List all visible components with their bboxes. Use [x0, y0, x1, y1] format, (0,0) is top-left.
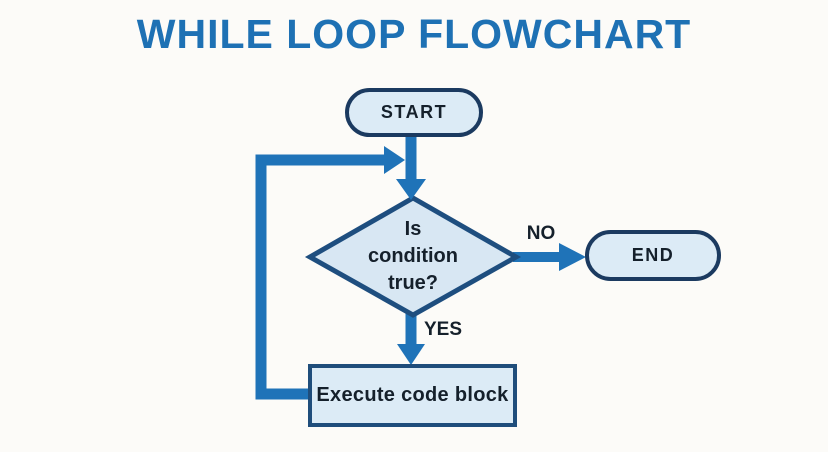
condition-line: true?	[388, 272, 438, 294]
start-label: START	[380, 102, 448, 122]
condition-line: Is	[404, 218, 422, 240]
yes-label: YES	[424, 319, 463, 340]
no-label: NO	[526, 223, 556, 244]
decision-shape	[304, 195, 522, 318]
condition-label: Is condition true?	[311, 216, 515, 297]
down-arrowhead-icon	[396, 179, 426, 200]
process-node: Execute code block	[308, 364, 517, 427]
end-label: END	[631, 245, 675, 265]
page-title: WHILE LOOP FLOWCHART	[136, 11, 692, 57]
condition-line: condition	[368, 245, 458, 267]
process-label: Execute code block	[316, 384, 509, 406]
start-node: START	[345, 88, 483, 137]
end-node: END	[585, 230, 721, 281]
edge-loop-back	[255, 154, 384, 400]
loop-arrowhead-icon	[384, 146, 405, 174]
yes-arrowhead-icon	[397, 344, 425, 365]
no-arrowhead-icon	[559, 243, 586, 271]
